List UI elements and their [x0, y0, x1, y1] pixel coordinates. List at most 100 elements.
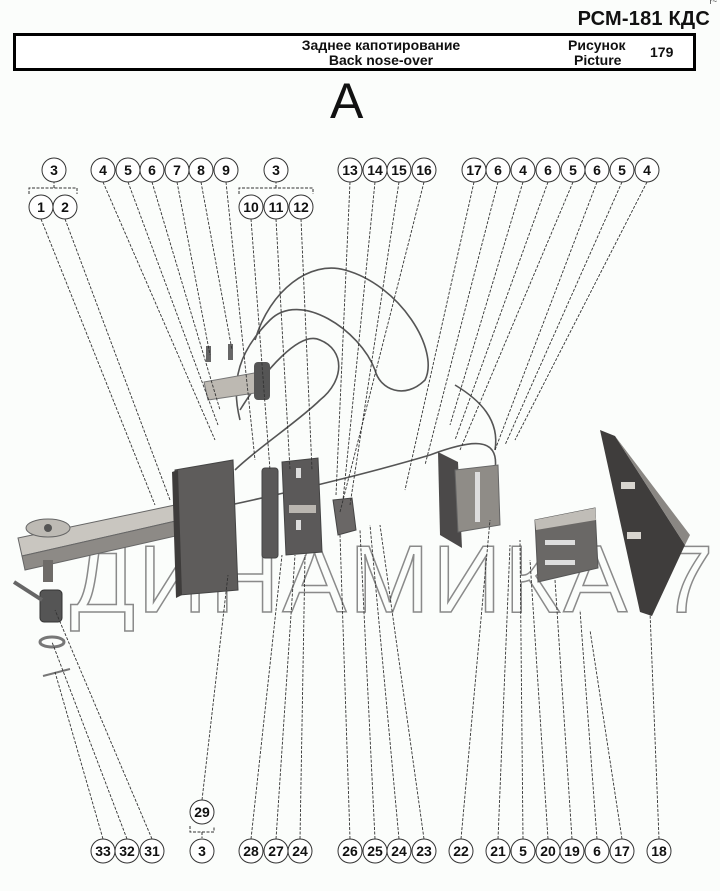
- callout-number: 17: [614, 843, 630, 859]
- callout-number: 33: [95, 843, 111, 859]
- callout-number: 4: [519, 162, 527, 178]
- callout-bottom-31: 31: [139, 838, 165, 864]
- callout-bottom-21: 21: [485, 838, 511, 864]
- leader-line: [379, 524, 425, 840]
- callout-bottom-33: 33: [90, 838, 116, 864]
- leader-line: [275, 218, 291, 471]
- callout-number: 18: [651, 843, 667, 859]
- callout-bottom-32: 32: [114, 838, 140, 864]
- leader-line: [359, 529, 376, 840]
- callout-bottom-22: 22: [448, 838, 474, 864]
- callout-top-6: 6: [535, 157, 561, 183]
- callout-circle: [189, 799, 215, 825]
- callout-number: 5: [519, 843, 527, 859]
- callout-top-4: 4: [510, 157, 536, 183]
- callout-top-1: 1: [28, 194, 54, 220]
- callout-bottom-6: 6: [584, 838, 610, 864]
- callout-circle: [448, 838, 474, 864]
- callout-number: 2: [61, 199, 69, 215]
- callout-number: 8: [197, 162, 205, 178]
- callout-top-5: 5: [560, 157, 586, 183]
- leader-line: [589, 629, 623, 840]
- callout-circle: [287, 838, 313, 864]
- callout-bottom-5: 5: [510, 838, 536, 864]
- bolt: [206, 346, 211, 362]
- leader-line: [342, 181, 376, 501]
- callout-circle: [584, 838, 610, 864]
- callout-circle: [337, 157, 363, 183]
- hinge-cylinder: [254, 362, 270, 400]
- callout-number: 21: [490, 843, 506, 859]
- leader-line: [335, 181, 351, 496]
- callout-number: 4: [643, 162, 651, 178]
- callout-top-5: 5: [609, 157, 635, 183]
- leader-line: [454, 181, 549, 441]
- leader-line: [250, 218, 271, 471]
- callout-number: 4: [99, 162, 107, 178]
- lower-hinge-post: [12, 580, 71, 677]
- callout-circle: [646, 838, 672, 864]
- callout-circle: [485, 838, 511, 864]
- callout-top-16: 16: [411, 157, 437, 183]
- callout-top-11: 11: [263, 194, 289, 220]
- leader-line: [404, 181, 475, 491]
- picture-label-russian: Рисунок: [568, 37, 626, 53]
- slotted-plate: [534, 507, 599, 583]
- leader-line: [349, 181, 400, 506]
- callout-number: 27: [268, 843, 284, 859]
- callout-number: 15: [391, 162, 407, 178]
- leader-line: [460, 519, 491, 840]
- callout-circle: [386, 157, 412, 183]
- callout-circle: [485, 157, 511, 183]
- wire-loop-1: [235, 267, 429, 421]
- picture-label-english: Picture: [574, 52, 622, 68]
- group-bracket: [238, 182, 314, 194]
- leader-line: [579, 609, 598, 840]
- callout-top-4: 4: [634, 157, 660, 183]
- callout-circle: [238, 838, 264, 864]
- leader-line: [519, 539, 524, 840]
- callout-top-10: 10: [238, 194, 264, 220]
- callout-top-6: 6: [584, 157, 610, 183]
- callout-circle: [213, 157, 239, 183]
- leader-line: [176, 181, 211, 356]
- callout-circle: [188, 157, 214, 183]
- callout-number: 29: [194, 804, 210, 820]
- callout-bottom-27: 27: [263, 838, 289, 864]
- callout-bottom-19: 19: [559, 838, 585, 864]
- callout-top-12: 12: [288, 194, 314, 220]
- leader-line: [339, 181, 425, 513]
- callout-bottom-29: 29: [189, 799, 215, 825]
- callout-number: 6: [593, 162, 601, 178]
- callout-circle: [337, 838, 363, 864]
- callout-circle: [634, 157, 660, 183]
- callout-number: 9: [222, 162, 230, 178]
- leader-line: [649, 611, 660, 840]
- callout-number: 11: [269, 199, 284, 215]
- callout-number: 32: [119, 843, 135, 859]
- leader-line: [504, 181, 623, 446]
- leader-line: [127, 181, 219, 426]
- callout-circle: [559, 838, 585, 864]
- callout-number: 1: [37, 199, 45, 215]
- leader-line: [250, 554, 283, 840]
- callout-number: 17: [466, 162, 482, 178]
- callout-number: 19: [564, 843, 580, 859]
- callout-number: 5: [569, 162, 577, 178]
- wire-loop-4: [454, 384, 497, 451]
- title-block: Заднее капотирование Back nose-over Рису…: [13, 33, 696, 71]
- leader-line: [459, 181, 574, 451]
- group-bracket: [28, 182, 78, 194]
- callout-bottom-23: 23: [411, 838, 437, 864]
- callout-circle: [535, 157, 561, 183]
- callout-circle: [189, 838, 215, 864]
- callout-top-5: 5: [115, 157, 141, 183]
- leader-line: [497, 544, 511, 840]
- callout-number: 12: [293, 199, 309, 215]
- callout-circle: [263, 194, 289, 220]
- callout-number: 6: [544, 162, 552, 178]
- callout-bottom-20: 20: [535, 838, 561, 864]
- callout-bottom-24: 24: [386, 838, 412, 864]
